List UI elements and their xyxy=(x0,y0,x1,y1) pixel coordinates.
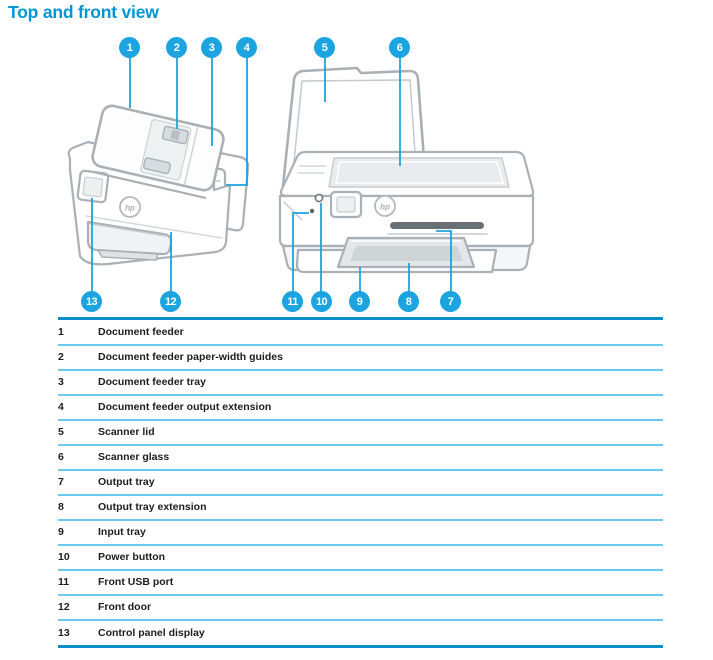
callout-4: 4 xyxy=(236,37,257,58)
output-tray-slot xyxy=(390,222,484,229)
part-number: 2 xyxy=(58,345,98,371)
hp-logo: hp xyxy=(119,196,141,218)
power-button xyxy=(314,193,324,203)
part-name: Document feeder output extension xyxy=(98,395,663,421)
svg-text:hp: hp xyxy=(380,203,390,212)
part-number: 11 xyxy=(58,570,98,596)
part-row: 4 Document feeder output extension xyxy=(58,395,663,421)
part-row: 8 Output tray extension xyxy=(58,495,663,521)
part-name: Scanner glass xyxy=(98,445,663,471)
callout-leader-lines xyxy=(91,57,452,293)
front-usb-port xyxy=(309,208,315,214)
part-row: 5 Scanner lid xyxy=(58,420,663,446)
part-name: Scanner lid xyxy=(98,420,663,446)
part-name: Document feeder paper-width guides xyxy=(98,345,663,371)
callout-13: 13 xyxy=(81,291,102,312)
part-number: 9 xyxy=(58,520,98,546)
parts-table: 1 Document feeder 2 Document feeder pape… xyxy=(58,320,663,645)
callout-7: 7 xyxy=(440,291,461,312)
callout-1: 1 xyxy=(119,37,140,58)
front-door-tray xyxy=(86,220,173,261)
callout-8: 8 xyxy=(398,291,419,312)
feeder-tab xyxy=(142,157,171,175)
callout-12: 12 xyxy=(160,291,181,312)
output-tray-extension xyxy=(336,236,476,269)
part-name: Input tray xyxy=(98,520,663,546)
part-number: 1 xyxy=(58,320,98,346)
callout-3: 3 xyxy=(201,37,222,58)
part-row: 6 Scanner glass xyxy=(58,445,663,471)
part-number: 12 xyxy=(58,595,98,621)
part-number: 3 xyxy=(58,370,98,396)
callout-11: 11 xyxy=(282,291,303,312)
document-feeder xyxy=(91,104,225,199)
part-number: 4 xyxy=(58,395,98,421)
part-name: Document feeder tray xyxy=(98,370,663,396)
part-name: Power button xyxy=(98,545,663,571)
page-title: Top and front view xyxy=(8,2,159,22)
printer-front-view-illustration: hp xyxy=(278,66,535,274)
part-name: Document feeder xyxy=(98,320,663,346)
front-door-seam xyxy=(85,215,223,239)
leader-7 xyxy=(436,230,452,293)
part-number: 13 xyxy=(58,626,70,639)
part-number: 7 xyxy=(58,470,98,496)
part-row: 7 Output tray xyxy=(58,470,663,496)
leader-4 xyxy=(226,57,248,186)
part-row: 13 Control panel display xyxy=(58,620,663,645)
part-row: 3 Document feeder tray xyxy=(58,370,663,396)
svg-text:hp: hp xyxy=(125,204,135,213)
part-number: 8 xyxy=(58,495,98,521)
part-row: 9 Input tray xyxy=(58,520,663,546)
leader-11 xyxy=(292,212,309,293)
hp-logo-front: hp xyxy=(374,195,396,217)
callout-5: 5 xyxy=(314,37,335,58)
callout-2: 2 xyxy=(166,37,187,58)
callout-10: 10 xyxy=(311,291,332,312)
parts-table-body: 1 Document feeder 2 Document feeder pape… xyxy=(58,320,663,645)
scanner-glass xyxy=(328,157,510,188)
part-row: 12 Front door xyxy=(58,595,663,621)
printer-top-view-illustration: hp xyxy=(67,104,250,266)
part-row: 2 Document feeder paper-width guides xyxy=(58,345,663,371)
parts-table-wrap: 1 Document feeder 2 Document feeder pape… xyxy=(58,317,663,648)
part-name: Control panel display xyxy=(98,626,205,639)
document-feeder-tray-seam xyxy=(183,126,199,185)
part-row: 1 Document feeder xyxy=(58,320,663,346)
part-number: 6 xyxy=(58,445,98,471)
part-name: Front door xyxy=(98,595,663,621)
part-row: 10 Power button xyxy=(58,545,663,571)
part-name: Output tray extension xyxy=(98,495,663,521)
part-number: 10 xyxy=(58,545,98,571)
callout-9: 9 xyxy=(349,291,370,312)
callout-6: 6 xyxy=(389,37,410,58)
part-name: Front USB port xyxy=(98,570,663,596)
part-name: Output tray xyxy=(98,470,663,496)
control-panel-display-front xyxy=(329,190,363,219)
part-number: 5 xyxy=(58,420,98,446)
part-row: 11 Front USB port xyxy=(58,570,663,596)
